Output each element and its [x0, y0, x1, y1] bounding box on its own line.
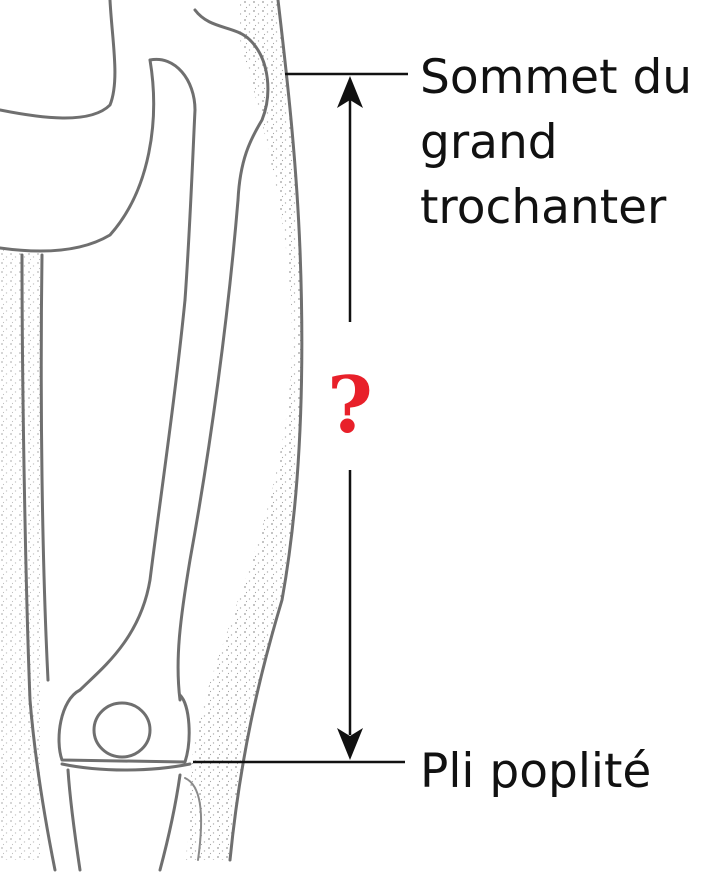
label-greater-trochanter-line1: Sommet du — [420, 50, 692, 105]
label-greater-trochanter-line3: trochanter — [420, 180, 667, 235]
femur-neck-outline — [148, 57, 197, 302]
inner-leg-shading — [0, 250, 40, 860]
thigh-skin-shading — [186, 0, 302, 860]
greater-trochanter-outline — [193, 8, 270, 202]
knee-joint-line — [60, 762, 192, 772]
pelvis-outline — [0, 0, 117, 120]
patella — [92, 701, 152, 759]
tibia-right-edge — [158, 773, 182, 872]
tibia-left-edge — [66, 768, 82, 872]
femoral-condyles — [57, 688, 191, 764]
fibula-head — [184, 777, 203, 861]
arrowhead-up — [337, 76, 363, 108]
femur-shaft-left-edge — [78, 298, 187, 692]
pelvis-lower-outline — [0, 58, 156, 253]
arrowhead-down — [337, 728, 363, 760]
femur-shaft-right-edge — [176, 198, 240, 702]
inner-thigh-contour — [20, 253, 57, 872]
unknown-length-question-mark: ? — [327, 360, 373, 451]
label-greater-trochanter-line2: grand — [420, 115, 558, 170]
label-popliteal-crease: Pli poplité — [420, 744, 651, 799]
outer-thigh-contour — [228, 0, 304, 862]
inner-thigh-contour-2 — [39, 253, 50, 682]
